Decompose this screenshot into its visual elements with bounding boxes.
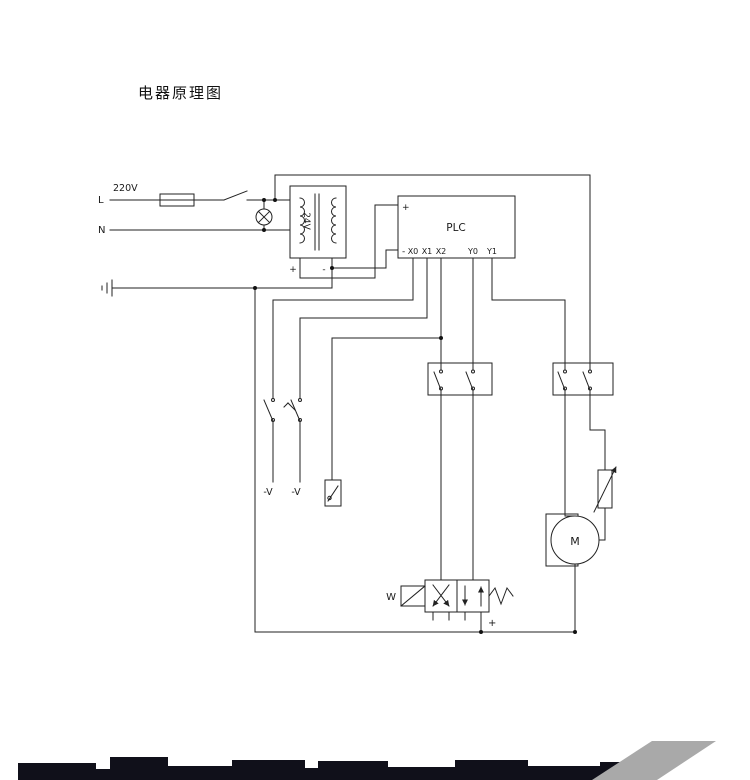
primary-winding-icon (299, 197, 305, 244)
bottom-banner (18, 741, 716, 780)
supply-plus-label: + (289, 265, 297, 275)
valve-terminal-label: + (488, 618, 496, 629)
voltage-label: 220V (113, 183, 138, 194)
spring-icon (488, 586, 514, 606)
return-rail-wires (254, 287, 576, 633)
supply-minus-label: - (322, 265, 325, 275)
plc-x2-label: X2 (436, 247, 447, 256)
plc-x0-label: X0 (408, 247, 419, 256)
plc-io-wires (272, 257, 566, 481)
lamp-icon (255, 199, 273, 231)
junction-dots (253, 198, 577, 634)
secondary-winding-icon (331, 197, 337, 244)
switch-2-icon (283, 398, 302, 483)
plc-plus-label: + (402, 203, 410, 213)
top-rail-wires (274, 174, 591, 364)
sensor-block-icon (324, 479, 342, 507)
ground-icon (101, 279, 333, 297)
power-supply-24v: 24V + - (289, 185, 399, 289)
motor-label: M (570, 535, 580, 548)
valve-solenoid-label: W (386, 592, 396, 603)
switch-1-icon (263, 398, 275, 483)
power-input-wires (109, 190, 291, 231)
relay-box-1 (427, 362, 493, 396)
plc-y1-label: Y1 (486, 247, 497, 256)
line-n-label: N (98, 225, 105, 236)
solenoid-valve-icon (400, 579, 514, 633)
plc-x1-label: X1 (422, 247, 433, 256)
plc-label: PLC (446, 222, 466, 234)
plc-block: PLC + - X0 X1 X2 Y0 Y1 (397, 195, 516, 259)
rheostat-icon (593, 466, 617, 513)
plc-y0-label: Y0 (467, 247, 478, 256)
banner-text-fragments (18, 757, 641, 780)
sensor1-label: -V (263, 487, 273, 498)
page-title: 电器原理图 (138, 84, 223, 102)
sensor2-label: -V (291, 487, 301, 498)
relay-box-2 (552, 362, 614, 396)
supply-voltage-label: 24V (301, 212, 311, 230)
motor-icon: M (545, 513, 600, 633)
switch-blade-icon (223, 190, 248, 201)
plc-minus-label: - (402, 247, 405, 257)
banner-ribbon-icon (592, 741, 716, 780)
line-l-label: L (98, 195, 104, 206)
